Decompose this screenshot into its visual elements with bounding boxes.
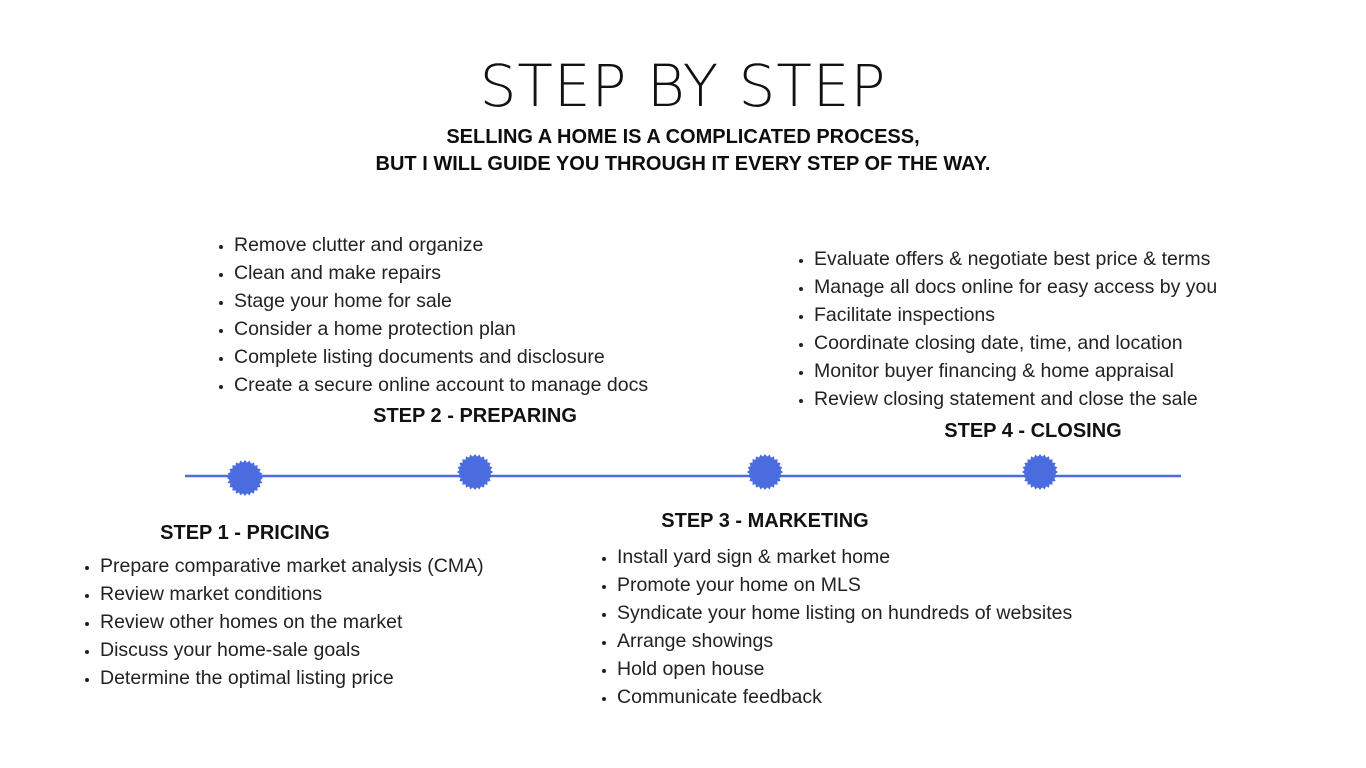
step-2-item: Complete listing documents and disclosur… (234, 343, 648, 371)
timeline-markers (227, 454, 1058, 496)
step-3-list: Install yard sign & market home Promote … (595, 543, 1072, 711)
step-3-title: STEP 3 - MARKETING (661, 510, 869, 532)
step-2-item: Create a secure online account to manage… (234, 371, 648, 399)
step-1-item: Review market conditions (100, 580, 484, 608)
step-2-item: Stage your home for sale (234, 287, 648, 315)
step-4-item: Review closing statement and close the s… (814, 385, 1217, 413)
step-2-list: Remove clutter and organize Clean and ma… (212, 231, 648, 399)
step-1-item: Discuss your home-sale goals (100, 636, 484, 664)
step-4-item: Monitor buyer financing & home appraisal (814, 357, 1217, 385)
step-2-item: Remove clutter and organize (234, 231, 648, 259)
step-1-marker (227, 460, 263, 496)
step-3-item: Arrange showings (617, 627, 1072, 655)
step-4-title: STEP 4 - CLOSING (944, 420, 1122, 442)
step-4-item: Manage all docs online for easy access b… (814, 273, 1217, 301)
subtitle-line-2: BUT I WILL GUIDE YOU THROUGH IT EVERY ST… (375, 153, 991, 175)
step-2-item: Clean and make repairs (234, 259, 648, 287)
step-2-item: Consider a home protection plan (234, 315, 648, 343)
step-1-item: Prepare comparative market analysis (CMA… (100, 552, 484, 580)
step-2-marker (457, 454, 493, 490)
step-1-item: Review other homes on the market (100, 608, 484, 636)
step-3-item: Hold open house (617, 655, 1072, 683)
step-1-list: Prepare comparative market analysis (CMA… (78, 552, 484, 692)
step-3-item: Install yard sign & market home (617, 543, 1072, 571)
step-3-item: Promote your home on MLS (617, 571, 1072, 599)
step-2-title: STEP 2 - PREPARING (373, 405, 577, 427)
step-3-item: Communicate feedback (617, 683, 1072, 711)
step-4-marker (1022, 454, 1058, 490)
step-3-marker (747, 454, 783, 490)
step-4-item: Coordinate closing date, time, and locat… (814, 329, 1217, 357)
subtitle-line-1: SELLING A HOME IS A COMPLICATED PROCESS, (446, 126, 920, 148)
step-3-item: Syndicate your home listing on hundreds … (617, 599, 1072, 627)
step-1-item: Determine the optimal listing price (100, 664, 484, 692)
step-4-item: Facilitate inspections (814, 301, 1217, 329)
step-1-title: STEP 1 - PRICING (160, 522, 330, 544)
step-4-item: Evaluate offers & negotiate best price &… (814, 245, 1217, 273)
step-4-list: Evaluate offers & negotiate best price &… (792, 245, 1217, 413)
page-title: STEP BY STEP (479, 52, 887, 120)
